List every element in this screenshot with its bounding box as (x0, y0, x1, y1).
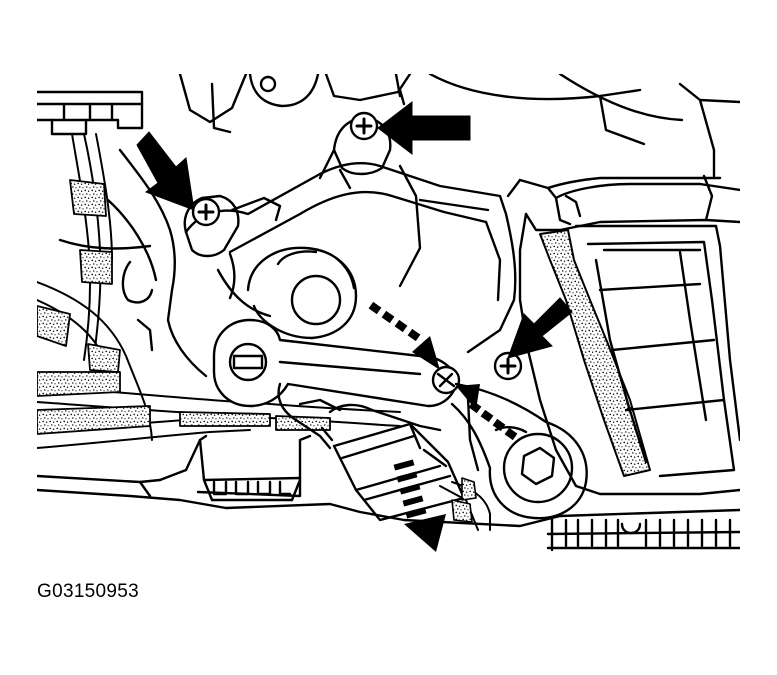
motor-housing (277, 382, 442, 450)
solid-arrow-icon (507, 297, 573, 359)
phillips-screw-icon (349, 111, 379, 141)
drive-wheel (450, 382, 588, 520)
right-frame (506, 174, 740, 496)
left-connector (37, 90, 144, 136)
figure-id-label: G03150953 (37, 581, 140, 602)
actuator-body (183, 116, 517, 354)
lower-bracket (37, 434, 562, 528)
dashed-arrow-icon (393, 459, 446, 552)
phillips-screw-icon (191, 197, 221, 227)
solid-arrow-icon (136, 131, 195, 211)
solid-arrow-icon (377, 100, 471, 156)
lever-arm (212, 318, 461, 408)
lower-connector (332, 422, 491, 531)
phillips-screw-icon (493, 351, 523, 381)
left-bracket (106, 148, 208, 378)
upper-housing (178, 74, 740, 178)
wire-harness (37, 133, 401, 449)
dashed-arrow-icon (368, 301, 440, 370)
dashed-arrow-icon (456, 384, 518, 441)
bottom-right-base (546, 508, 740, 552)
